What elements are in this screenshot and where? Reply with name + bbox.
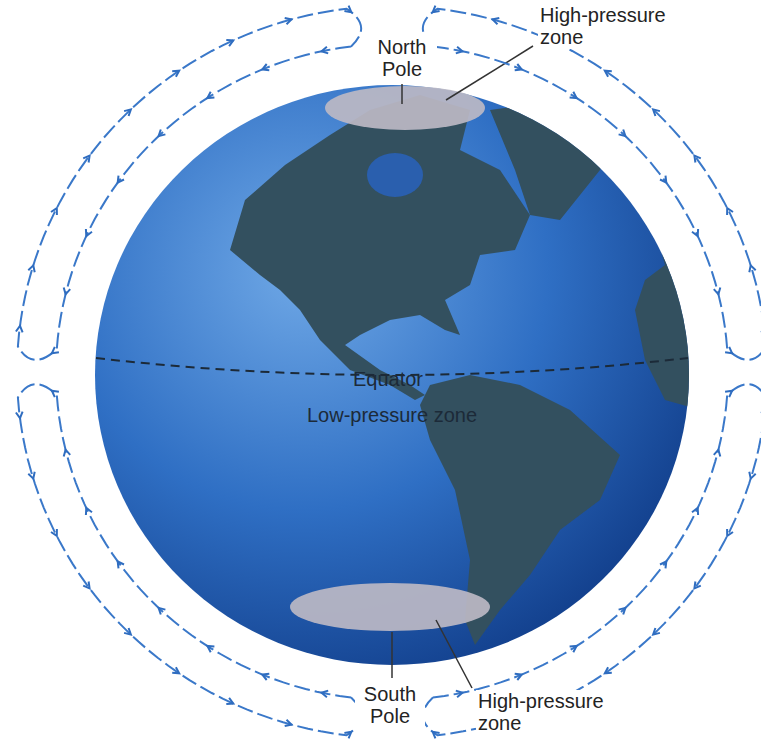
flow-arrowhead [51,529,57,536]
flow-arrowhead [605,667,612,673]
flow-arrowhead [570,646,577,652]
flow-arrowhead [159,130,166,137]
flow-arrowhead [124,628,131,635]
africa-europe [635,185,700,410]
flow-arrowhead [653,109,660,116]
flow-arrowhead [515,64,522,70]
equator-label: Equator [353,368,423,390]
flow-arrowhead [714,288,721,295]
flow-arrowhead [433,6,440,13]
flow-arrowhead [619,130,626,137]
leader-line [436,620,472,688]
flow-arrowhead [727,208,733,215]
flow-arrowhead [28,472,34,479]
flow-arrowhead [83,582,89,589]
flow-arrowhead [714,450,721,457]
flow-arrowhead [749,265,755,272]
flow-arrowhead [692,508,698,515]
north-high-pressure-area [325,86,485,130]
flow-arrowhead [16,326,23,333]
flow-arrowhead [285,720,292,726]
flow-arrowhead [660,176,666,183]
hudson-bay [367,153,423,197]
flow-arrowhead [456,47,463,54]
pole-label: North Pole [367,36,437,81]
flow-arrowhead [433,732,440,739]
flow-arrowhead [124,109,131,116]
flow-arrowhead [118,561,124,568]
flow-arrowhead [694,582,700,589]
flow-arrowhead [118,176,124,183]
flow-arrowhead [692,229,698,236]
flow-arrowhead [322,47,329,54]
flow-arrowhead [660,561,666,568]
flow-arrowhead [262,674,269,680]
south-high-pressure-area [290,583,490,631]
flow-arrowhead [725,391,732,397]
flow-arrowhead [86,508,92,515]
flow-arrowhead [605,71,612,77]
circulation-cell [18,9,361,360]
flow-arrowhead [456,691,463,698]
flow-arrowhead [207,646,214,652]
flow-arrowhead [86,229,92,236]
leader-line [391,632,393,678]
flow-arrowhead [51,208,57,215]
flow-arrowhead [83,156,89,163]
flow-arrowhead [619,608,626,615]
flow-arrowhead [727,529,733,536]
flow-arrowhead [64,288,70,295]
flow-arrowhead [570,92,577,98]
circulation-cell [423,384,761,735]
flow-arrowhead [28,265,34,272]
north-america [230,95,530,400]
flow-arrowhead [493,18,500,24]
flow-arrowhead [653,628,660,635]
circulation-cell [18,384,361,735]
flow-arrowhead [64,450,70,457]
flow-arrowhead [749,472,755,479]
pressure-zone-label: High-pressure zone [538,4,682,49]
flow-arrowhead [52,347,59,353]
flow-arrowhead [52,391,59,397]
greenland [490,100,620,220]
flow-arrowhead [159,608,166,615]
flow-arrowhead [172,71,179,77]
flow-arrowhead [16,412,23,419]
flow-arrowhead [725,347,732,353]
flow-arrowhead [344,732,351,739]
flow-arrowhead [694,156,700,163]
flow-arrowhead [226,40,233,46]
flow-arrowhead [285,18,292,24]
globe [95,85,689,665]
leader-line [446,46,533,100]
flow-arrowhead [207,92,214,98]
flow-arrowhead [322,691,329,698]
pressure-zone-label: High-pressure zone [476,690,620,735]
pole-label: South Pole [355,683,425,728]
flow-arrowhead [344,6,351,13]
flow-arrowhead [262,64,269,70]
pressure-zone-label: Low-pressure zone [307,404,477,426]
flow-arrowhead [515,674,522,680]
flow-arrowhead [172,667,179,673]
leader-line [401,84,403,104]
flow-arrowhead [226,698,233,704]
circulation-cell [423,9,761,360]
